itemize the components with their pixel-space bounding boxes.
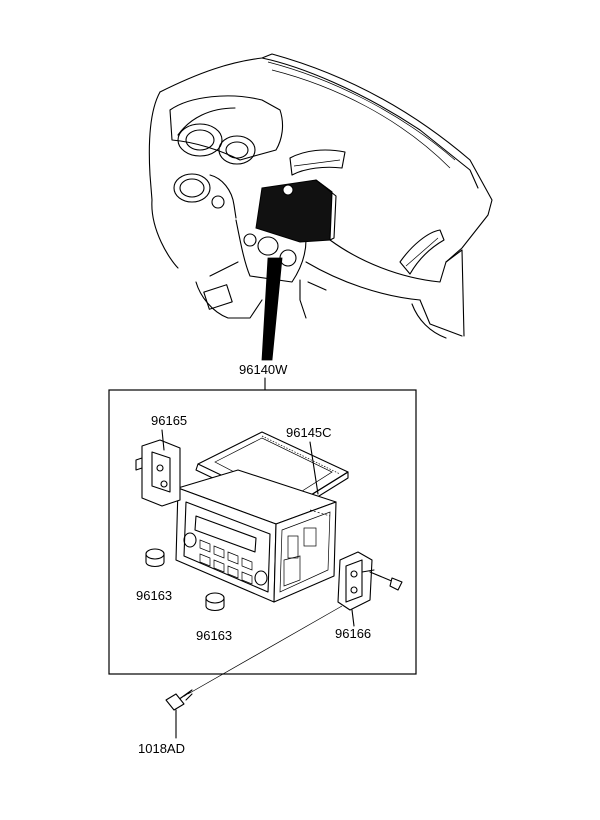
leader-bracket-left [161,429,165,451]
knob-lower-illustration [205,592,225,612]
dashboard-illustration [148,53,493,361]
screw-guide-line [187,605,343,695]
leader-bracket-right [351,609,355,627]
mounting-screw-illustration [165,689,193,711]
label-screw: 1018AD [138,741,185,756]
assembly-box [108,389,417,675]
knob-upper-illustration [145,548,165,568]
small-screw-illustration [369,571,403,591]
label-bracket-right: 96166 [335,626,371,641]
leader-cover [309,441,319,495]
label-knob-upper: 96163 [136,588,172,603]
label-bracket-left: 96165 [151,413,187,428]
head-unit-illustration [175,469,337,603]
label-cover: 96145C [286,425,332,440]
label-knob-lower: 96163 [196,628,232,643]
left-bracket-illustration [135,439,181,507]
right-bracket-illustration [337,551,375,611]
label-assembly: 96140W [239,362,288,377]
